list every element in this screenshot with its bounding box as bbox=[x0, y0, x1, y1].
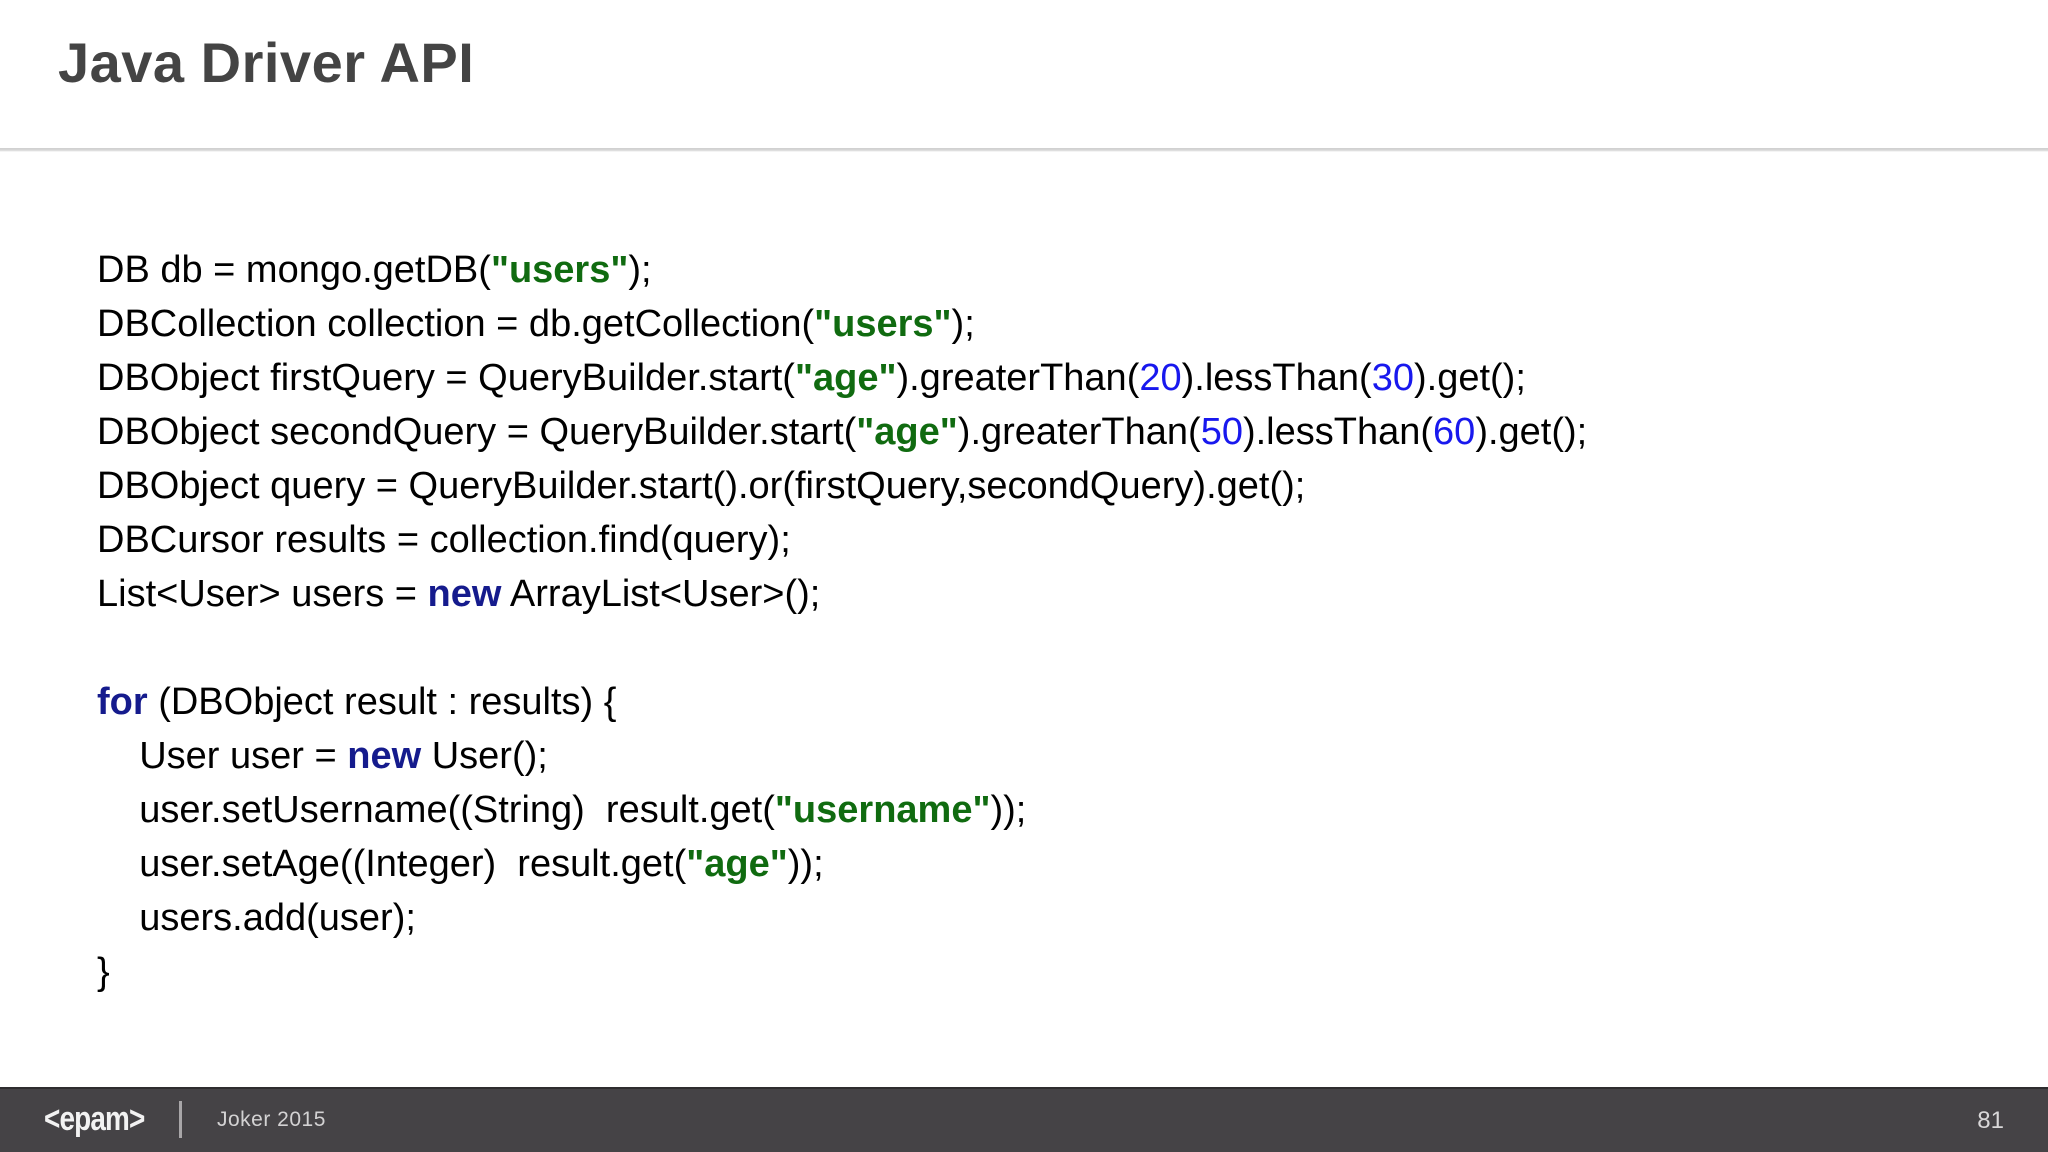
code-line: DBObject secondQuery = QueryBuilder.star… bbox=[97, 405, 1997, 459]
slide-footer: <epam> Joker 2015 81 bbox=[0, 1087, 2048, 1152]
code-token-keyword: for bbox=[97, 681, 148, 723]
code-token-plain: ).greaterThan( bbox=[896, 357, 1140, 399]
page-number: 81 bbox=[1977, 1107, 2004, 1134]
footer-top-border bbox=[0, 1087, 2048, 1089]
code-token-plain: DBObject secondQuery = QueryBuilder.star… bbox=[97, 411, 857, 453]
code-line: DBCursor results = collection.find(query… bbox=[97, 513, 1997, 567]
code-line: DBObject firstQuery = QueryBuilder.start… bbox=[97, 351, 1997, 405]
code-line: User user = new User(); bbox=[97, 729, 1997, 783]
code-token-plain: } bbox=[97, 951, 110, 993]
code-token-string: "age" bbox=[686, 843, 788, 885]
code-line: List<User> users = new ArrayList<User>()… bbox=[97, 567, 1997, 621]
code-token-string: "age" bbox=[856, 411, 958, 453]
code-token-number: 60 bbox=[1433, 411, 1476, 453]
code-token-plain: (DBObject result : results) { bbox=[147, 681, 617, 723]
footer-divider bbox=[179, 1101, 182, 1138]
footer-event-label: Joker 2015 bbox=[217, 1108, 326, 1131]
code-token-plain: DBObject query = QueryBuilder.start().or… bbox=[97, 465, 1306, 507]
code-token-plain: ).get(); bbox=[1475, 411, 1588, 453]
code-token-number: 50 bbox=[1200, 411, 1243, 453]
code-token-plain: )); bbox=[787, 843, 824, 885]
code-line bbox=[97, 621, 1997, 675]
code-token-plain: DBObject firstQuery = QueryBuilder.start… bbox=[97, 357, 795, 399]
code-token-string: "users" bbox=[490, 249, 629, 291]
code-token-number: 20 bbox=[1139, 357, 1182, 399]
code-token-keyword: new bbox=[347, 735, 422, 777]
code-token-plain: ArrayList<User>(); bbox=[501, 573, 821, 615]
code-token-plain: User(); bbox=[421, 735, 548, 777]
code-token-plain: DB db = mongo.getDB( bbox=[97, 249, 491, 291]
code-token-plain: ); bbox=[628, 249, 652, 291]
code-token-plain: user.setAge((Integer) result.get( bbox=[97, 843, 687, 885]
code-token-plain: user.setUsername((String) result.get( bbox=[97, 789, 775, 831]
code-token-plain: ); bbox=[951, 303, 975, 345]
code-token-keyword: new bbox=[427, 573, 502, 615]
header-divider bbox=[0, 148, 2048, 152]
code-line: user.setAge((Integer) result.get("age"))… bbox=[97, 837, 1997, 891]
code-token-string: "username" bbox=[774, 789, 991, 831]
code-token-plain: ).lessThan( bbox=[1181, 357, 1372, 399]
code-token-plain: DBCursor results = collection.find(query… bbox=[97, 519, 791, 561]
code-line: DBCollection collection = db.getCollecti… bbox=[97, 297, 1997, 351]
code-token-plain: users.add(user); bbox=[97, 897, 416, 939]
epam-logo: <epam> bbox=[44, 1100, 145, 1138]
code-line: } bbox=[97, 945, 1997, 999]
code-line: users.add(user); bbox=[97, 891, 1997, 945]
code-token-plain: ).greaterThan( bbox=[957, 411, 1201, 453]
code-line: DB db = mongo.getDB("users"); bbox=[97, 243, 1997, 297]
code-token-string: "users" bbox=[814, 303, 952, 345]
code-token-number: 30 bbox=[1371, 357, 1414, 399]
code-block: DB db = mongo.getDB("users");DBCollectio… bbox=[97, 243, 1997, 999]
code-line: DBObject query = QueryBuilder.start().or… bbox=[97, 459, 1997, 513]
code-token-plain: ).get(); bbox=[1413, 357, 1526, 399]
code-line: user.setUsername((String) result.get("us… bbox=[97, 783, 1997, 837]
code-token-string: "age" bbox=[794, 357, 897, 399]
slide-header: Java Driver API bbox=[0, 0, 2048, 148]
page-title: Java Driver API bbox=[58, 31, 475, 94]
code-token-plain: )); bbox=[990, 789, 1027, 831]
code-line: for (DBObject result : results) { bbox=[97, 675, 1997, 729]
code-token-plain: List<User> users = bbox=[97, 573, 428, 615]
code-token-plain: DBCollection collection = db.getCollecti… bbox=[97, 303, 815, 345]
code-token-plain: ).lessThan( bbox=[1242, 411, 1434, 453]
code-token-plain: User user = bbox=[97, 735, 348, 777]
